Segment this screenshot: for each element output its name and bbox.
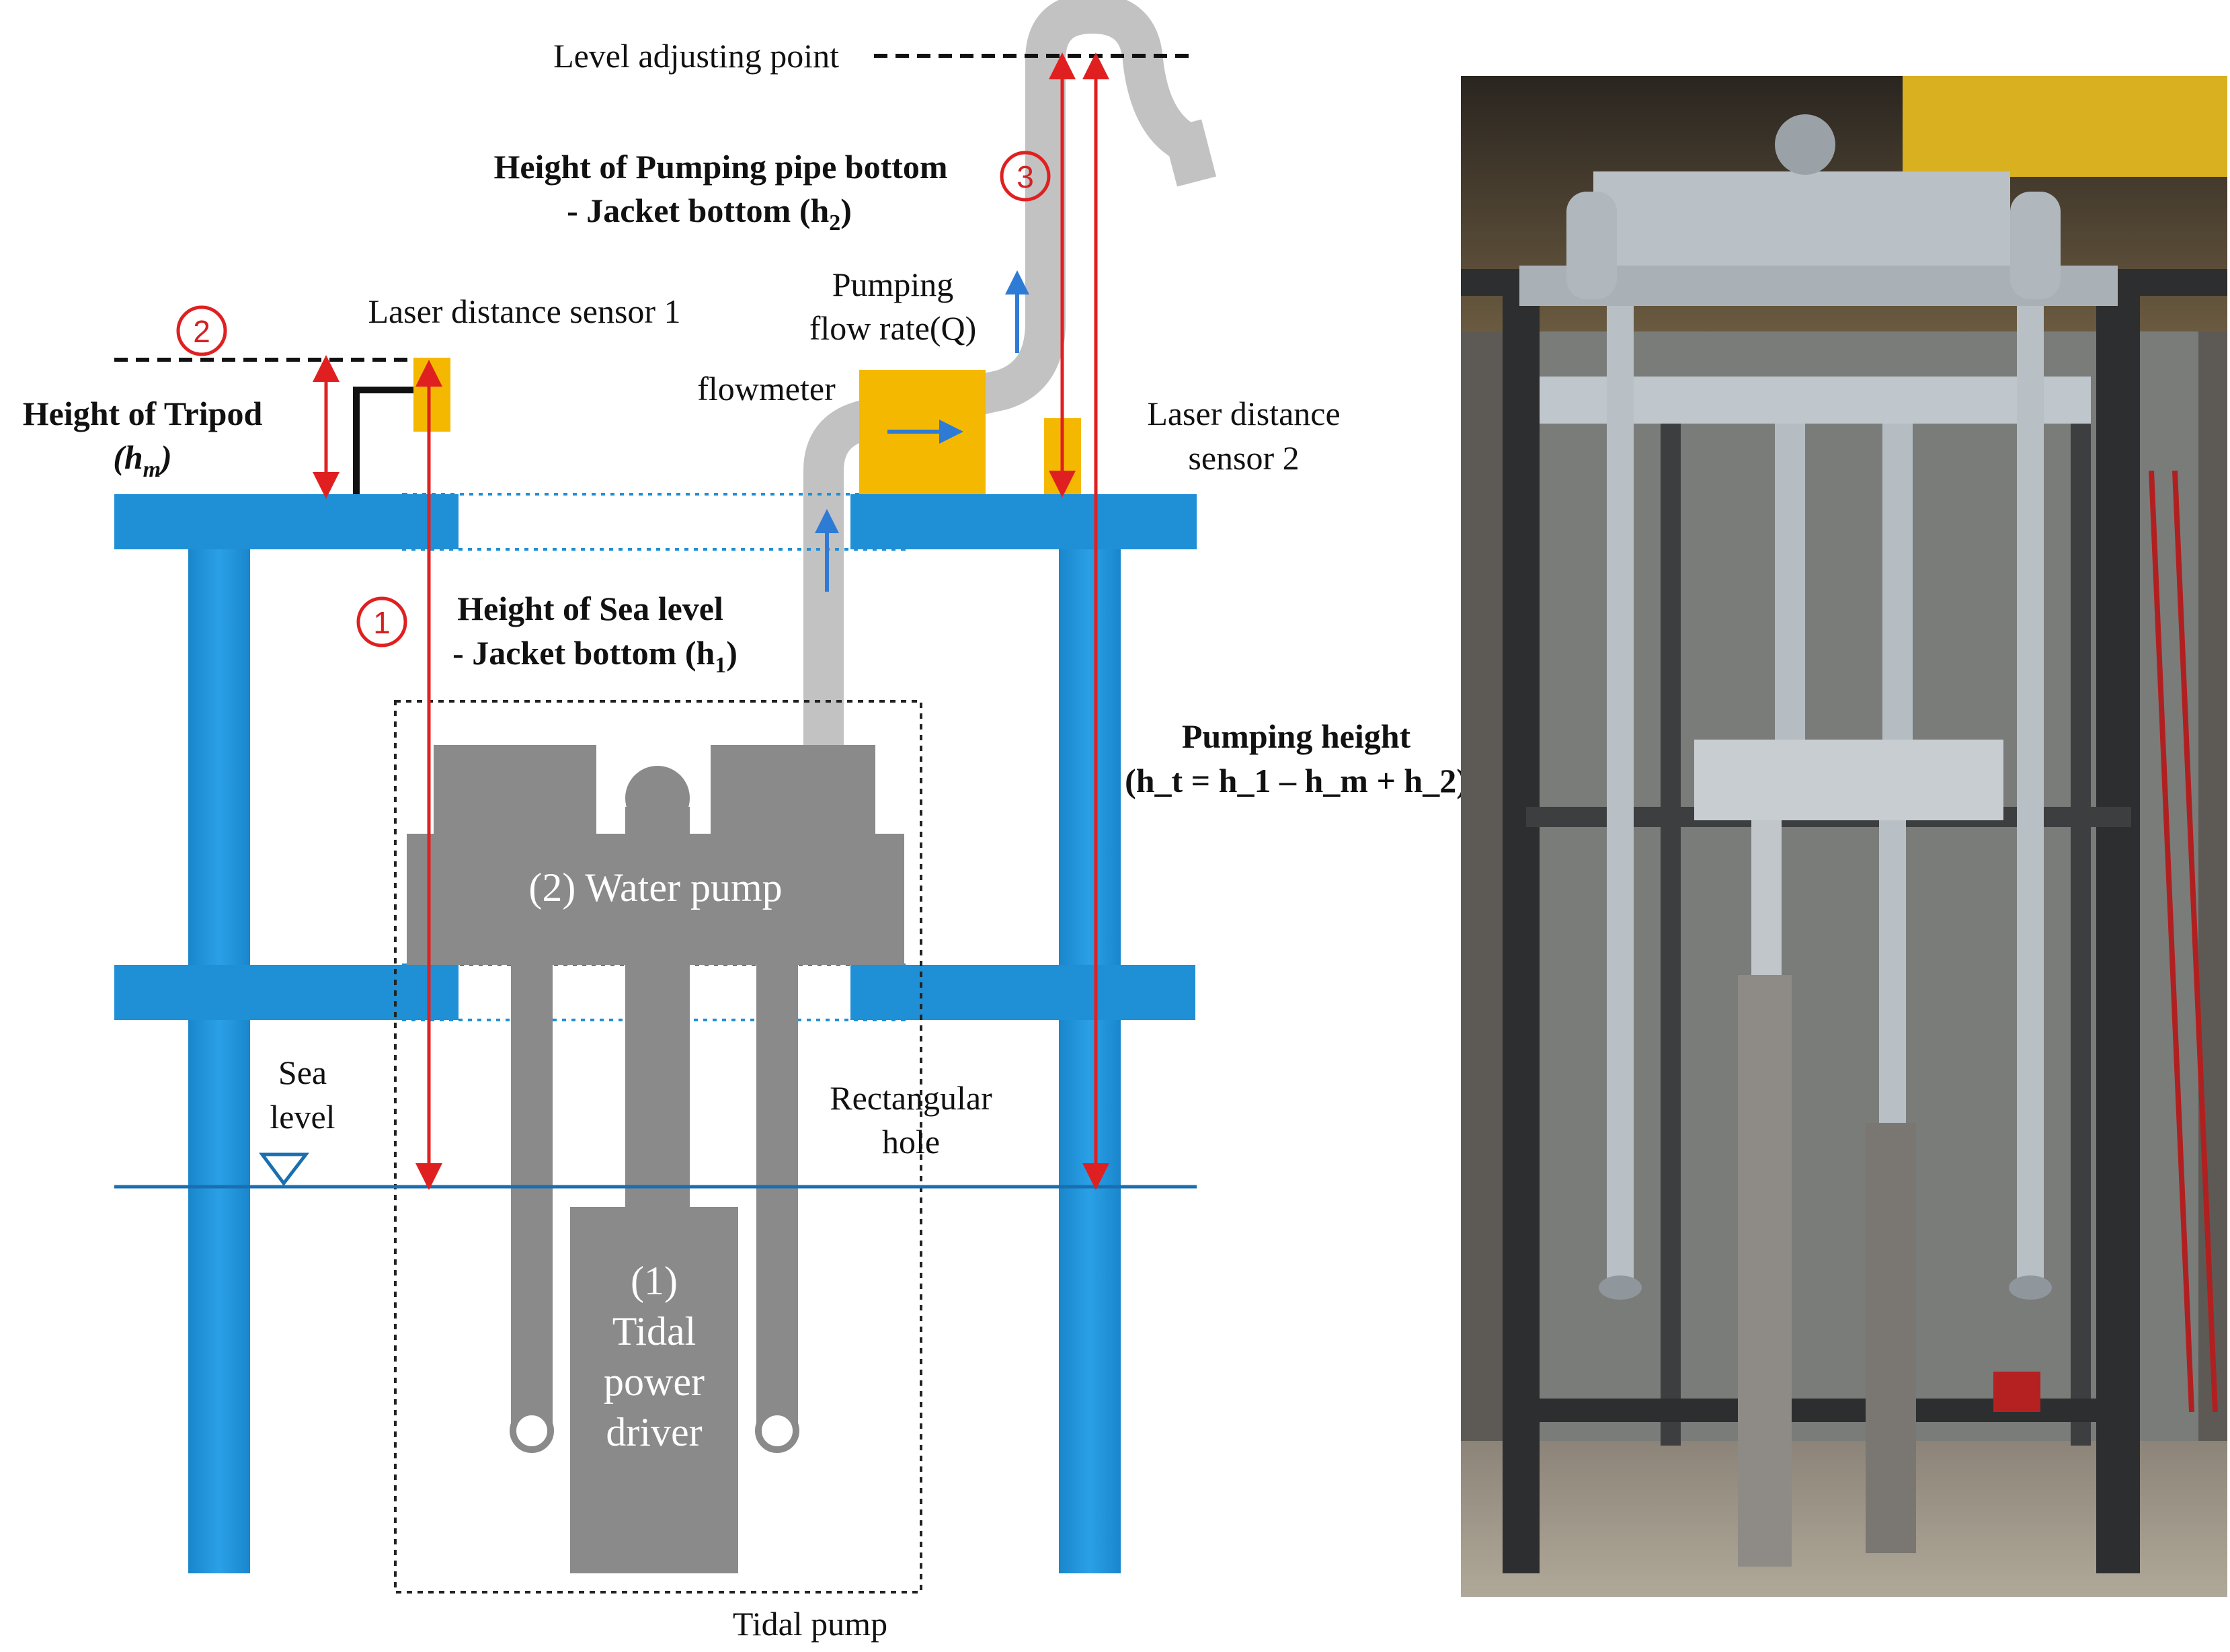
tripod-close: ) [158,438,172,476]
jacket-mid-beam-right [850,965,1195,1020]
pumping-flow-label-2: flow rate(Q) [809,309,977,347]
tripod-open: (h [113,438,143,476]
photo-cylinder-right [2010,192,2061,299]
photo-pump-shaft-2 [1879,820,1906,1130]
tidal-pump-label: Tidal pump [733,1605,887,1643]
photo-pipe-left [1607,306,1634,1288]
h2-title-line2: - Jacket bottom (h2) [567,192,852,235]
photo-pipe-left-end [1599,1275,1642,1300]
photo-column-2 [1661,403,1681,1446]
photo-pump-frame [1694,740,2003,820]
level-adjusting-point-label: Level adjusting point [553,37,839,75]
water-pump-box[interactable] [407,834,904,965]
h1-close: ) [726,634,738,672]
photo-driver-column-2 [1866,1123,1916,1553]
test-rig-photo [1461,76,2227,1597]
suction-pipe-left [511,965,553,1429]
pump-block-right [711,745,875,836]
sea-label-1: Sea [278,1054,327,1091]
tripod-subscript: m [143,457,161,482]
pumping-flow-label-1: Pumping [832,266,954,303]
top-hole-outline [402,493,906,551]
h1-subscript: 1 [715,653,726,678]
tripod-bracket [353,387,417,494]
marker-2-label: 2 [193,314,210,349]
pumping-height-label-2: (h_t = h_1 – h_m + h_2) [1125,762,1468,799]
driver-label-4: driver [606,1410,702,1454]
laser-sensor-1[interactable] [413,358,450,432]
h2-subscript: 2 [829,210,840,235]
laser-sensor-2-label-1: Laser distance [1147,395,1340,432]
jacket-top-beam-right [850,494,1197,549]
sea-level-triangle-icon [259,1152,310,1187]
tripod-label-2: (hm) [113,438,172,482]
jacket-mid-beam-left [114,965,459,1020]
photo-column-1 [1503,296,1540,1573]
rect-hole-label-1: Rectangular [830,1079,992,1117]
photo-pipe-right [2017,306,2044,1288]
suction-pipe-right [756,965,798,1429]
jacket-top-beam-left [114,494,459,549]
marker-3-label: 3 [1017,159,1034,194]
driver-label-2: Tidal [612,1309,696,1353]
driver-label-3: power [604,1360,705,1404]
photo-ladder-rail [2149,470,2194,1413]
jacket-left-column [188,501,250,1573]
driver-label-1: (1) [631,1259,678,1303]
photo-pipe-center-2 [1882,424,1913,773]
photo-top-platform [1593,171,2010,279]
photo-column-4 [2096,296,2140,1573]
water-pump-label: (2) Water pump [528,865,782,910]
photo-pipe-center-1 [1775,424,1805,773]
rect-hole-label-2: hole [882,1123,940,1161]
h2-title-line1: Height of Pumping pipe bottom [493,148,947,186]
laser-sensor-2-label-2: sensor 2 [1188,439,1299,477]
h2-close: ) [840,192,852,229]
photo-pipe-right-end [2009,1275,2052,1300]
mid-hole-outline [402,963,906,1021]
suction-pipe-right-inlet [755,1409,799,1453]
marker-1-label: 1 [373,605,391,640]
sea-label-2: level [270,1098,335,1136]
flowmeter-label: flowmeter [697,370,836,407]
drive-shaft [625,965,690,1210]
photo-top-hub [1775,114,1835,175]
pump-center-cap [625,766,690,830]
pumping-height-label-1: Pumping height [1182,717,1411,755]
photo-yellow-crane [1903,76,2227,177]
photo-driver-column [1738,975,1792,1567]
h1-title-text: - Jacket bottom (h [452,634,715,672]
tripod-label-1: Height of Tripod [23,395,263,432]
pumping-pipe [803,0,1195,830]
marker-3-circle [1000,151,1051,202]
photo-ladder-rail-2 [2172,470,2218,1413]
suction-pipe-left-inlet [510,1409,554,1453]
laser-sensor-1-label: Laser distance sensor 1 [368,292,680,330]
tidal-power-driver-box[interactable] [570,1207,738,1573]
h1-title-line1: Height of Sea level [457,590,723,627]
marker-2-circle [176,305,227,356]
pump-block-left [434,745,596,836]
jacket-right-column [1059,501,1121,1573]
photo-cylinder-left [1566,192,1617,299]
marker-1-circle [356,596,407,647]
photo-column-3 [2071,417,2091,1446]
h1-title-line2: - Jacket bottom (h1) [452,634,738,678]
photo-red-equipment [1993,1372,2040,1412]
pipe-outlet-end [1162,119,1217,187]
tidal-pump-enclosure [394,700,922,1594]
h2-title-text: - Jacket bottom (h [567,192,829,229]
